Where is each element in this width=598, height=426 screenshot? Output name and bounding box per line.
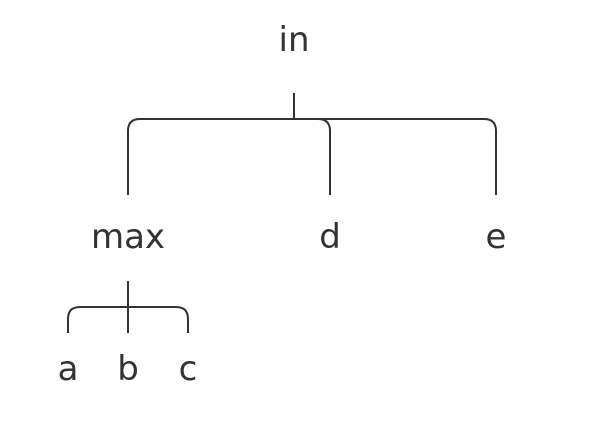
- node-c: c: [178, 349, 198, 389]
- node-d: d: [319, 217, 341, 257]
- edge-root-to-e: [294, 118, 497, 195]
- node-in: in: [278, 20, 310, 60]
- edge-max-to-c: [128, 306, 189, 333]
- node-e: e: [485, 217, 507, 257]
- edge-max-to-a: [67, 306, 128, 333]
- edge-root-to-d: [294, 118, 331, 195]
- node-b: b: [117, 349, 139, 389]
- node-max: max: [90, 217, 166, 257]
- edge-root-to-max: [127, 118, 294, 195]
- node-a: a: [57, 349, 79, 389]
